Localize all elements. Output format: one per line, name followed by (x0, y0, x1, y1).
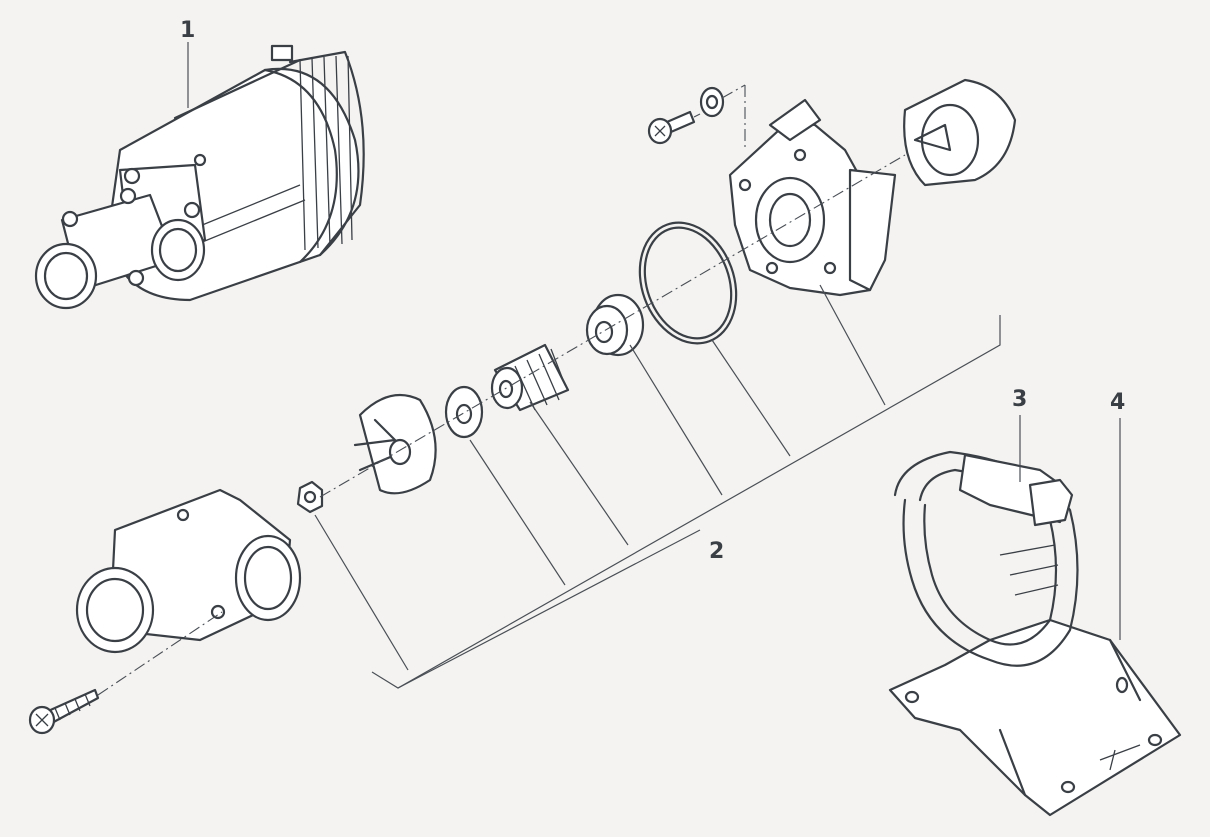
screw-and-washer-top (647, 86, 725, 145)
callout-4-label: 4 (1110, 390, 1126, 415)
part-3-hose-clamp (893, 450, 1079, 667)
hex-nut (296, 480, 324, 514)
spring (490, 343, 570, 412)
assembly-axis-lines (97, 84, 906, 696)
callout-2-label: 2 (709, 539, 725, 564)
end-cap (903, 78, 1017, 187)
impeller (353, 393, 437, 495)
callout-3-label: 3 (1012, 387, 1028, 412)
callout-1-label: 1 (180, 18, 196, 43)
wood-screw (28, 688, 100, 735)
part-1-pump-motor (34, 44, 365, 310)
part-4-mounting-bracket (888, 618, 1182, 817)
o-ring (638, 221, 738, 345)
washer (444, 385, 484, 439)
leader-lines (187, 42, 1121, 689)
seal (585, 293, 645, 357)
outlet-fitting (75, 488, 302, 654)
pump-housing-flange (728, 98, 897, 297)
